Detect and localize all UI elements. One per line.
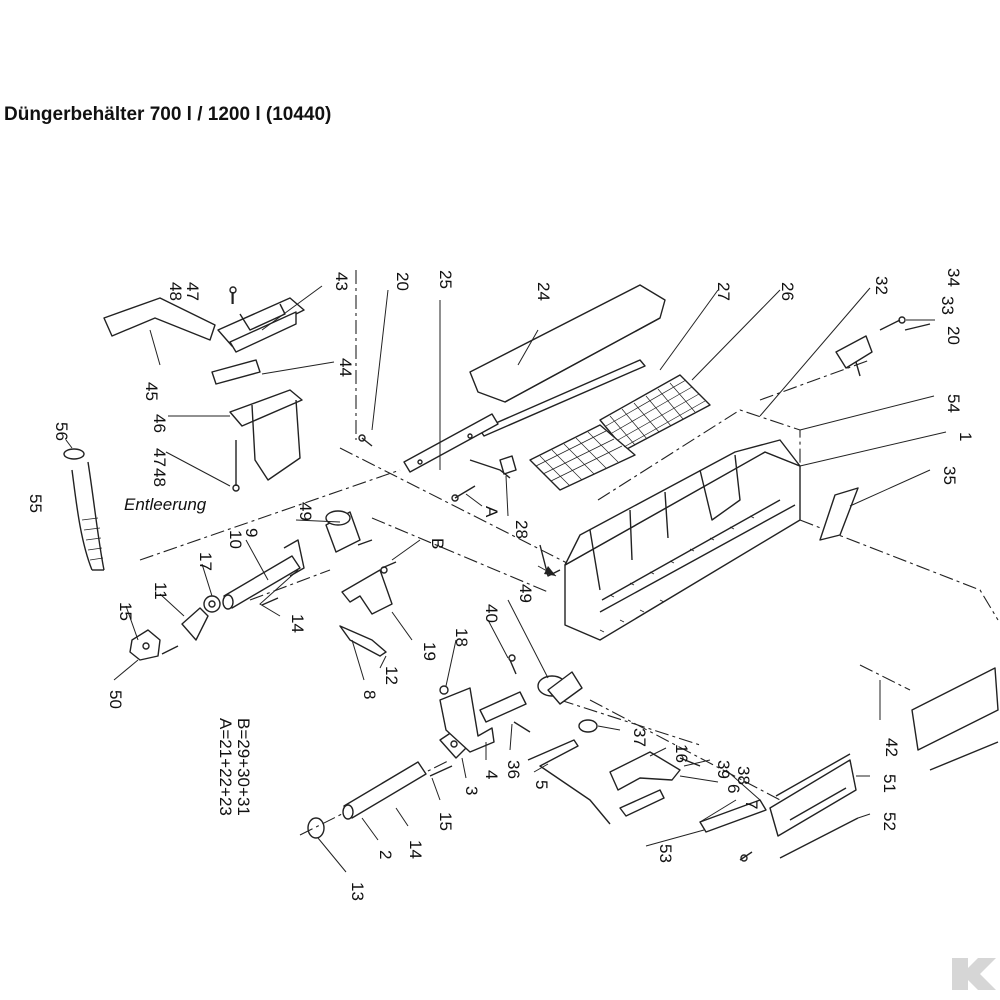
watermark-logo	[952, 958, 996, 990]
callout-c46: 46	[150, 414, 169, 433]
callout-c20a: 20	[393, 272, 412, 291]
callout-cB: B	[428, 538, 447, 549]
callout-c49a: 49	[296, 502, 315, 521]
bracket-part-32	[835, 316, 931, 377]
callout-c42: 42	[882, 738, 901, 757]
callout-c6: 6	[724, 784, 743, 793]
callout-c8: 8	[360, 690, 379, 699]
callout-c15b: 15	[436, 812, 455, 831]
callout-c48a: 48	[166, 282, 185, 301]
bolt-A	[454, 485, 476, 499]
callout-c14a: 14	[288, 614, 307, 633]
callout-c56: 56	[52, 422, 71, 441]
callout-c13: 13	[348, 882, 367, 901]
screw-part-20	[361, 437, 373, 447]
callout-cA: A	[482, 506, 501, 518]
callout-c18: 18	[452, 628, 471, 647]
callout-c4: 4	[482, 770, 501, 779]
callout-c28: 28	[512, 520, 531, 539]
callout-c12: 12	[382, 666, 401, 685]
chute-assembly-43-46	[103, 286, 305, 492]
callout-c47a: 47	[183, 282, 202, 301]
callout-c14b: 14	[406, 840, 425, 859]
callout-c3: 3	[462, 786, 481, 795]
callout-c36: 36	[504, 760, 523, 779]
crank-part-11	[129, 595, 221, 661]
callout-c9: 9	[242, 528, 261, 537]
callout-c2: 2	[376, 850, 395, 859]
callout-c49b: 49	[516, 584, 535, 603]
callout-c1: 1	[956, 432, 975, 441]
plates-51-53	[699, 667, 999, 862]
arrowhead-icon	[544, 566, 556, 576]
callout-c7: 7	[742, 800, 761, 809]
callout-c20b: 20	[944, 326, 963, 345]
callout-c10: 10	[226, 530, 245, 549]
callout-c43: 43	[332, 272, 351, 291]
clip-part-28	[499, 455, 517, 475]
callout-c40: 40	[482, 604, 501, 623]
callout-c32: 32	[872, 276, 891, 295]
leader-lines	[65, 285, 947, 873]
callout-c38: 38	[734, 766, 753, 785]
flap-part-35	[819, 487, 859, 541]
strip-part-27	[479, 359, 646, 437]
callout-c55: 55	[26, 494, 45, 513]
callout-c39: 39	[714, 760, 733, 779]
callout-c45: 45	[142, 382, 161, 401]
callout-c15a: 15	[116, 602, 135, 621]
callout-c34: 34	[944, 268, 963, 287]
legend-line-b: B=29+30+31	[234, 718, 253, 816]
callout-c35: 35	[940, 466, 959, 485]
lid-part-24	[469, 284, 666, 403]
callout-c52: 52	[880, 812, 899, 831]
bar-part-25	[403, 413, 499, 473]
callout-c19: 19	[420, 642, 439, 661]
callout-c37: 37	[630, 728, 649, 747]
callout-c24: 24	[534, 282, 553, 301]
callout-c50: 50	[106, 690, 125, 709]
lever-assembly-8-19	[339, 561, 397, 657]
callout-c26: 26	[778, 282, 797, 301]
callout-c11: 11	[151, 582, 170, 600]
diagram-title: Düngerbehälter 700 l / 1200 l (10440)	[4, 104, 332, 125]
callout-c16: 16	[672, 744, 691, 763]
callout-c54: 54	[944, 394, 963, 413]
hopper-body	[539, 409, 801, 641]
callout-c53: 53	[656, 844, 675, 863]
callout-c44: 44	[336, 358, 355, 377]
callout-c25: 25	[436, 270, 455, 289]
callout-c17: 17	[196, 552, 215, 571]
callout-c33: 33	[938, 296, 957, 315]
callout-c27: 27	[714, 282, 733, 301]
sieve-grid-part-26	[529, 374, 711, 491]
callout-c47b: 47	[150, 448, 169, 467]
annotation-entleerung: Entleerung	[124, 495, 207, 514]
legend-line-a: A=21+22+23	[216, 718, 235, 816]
legend: A=21+22+23 B=29+30+31	[216, 718, 253, 816]
lower-assembly	[307, 654, 701, 839]
callout-c5: 5	[532, 780, 551, 789]
callout-c51: 51	[880, 774, 899, 793]
hose-part-55	[63, 448, 105, 571]
callout-c48b: 48	[150, 468, 169, 487]
